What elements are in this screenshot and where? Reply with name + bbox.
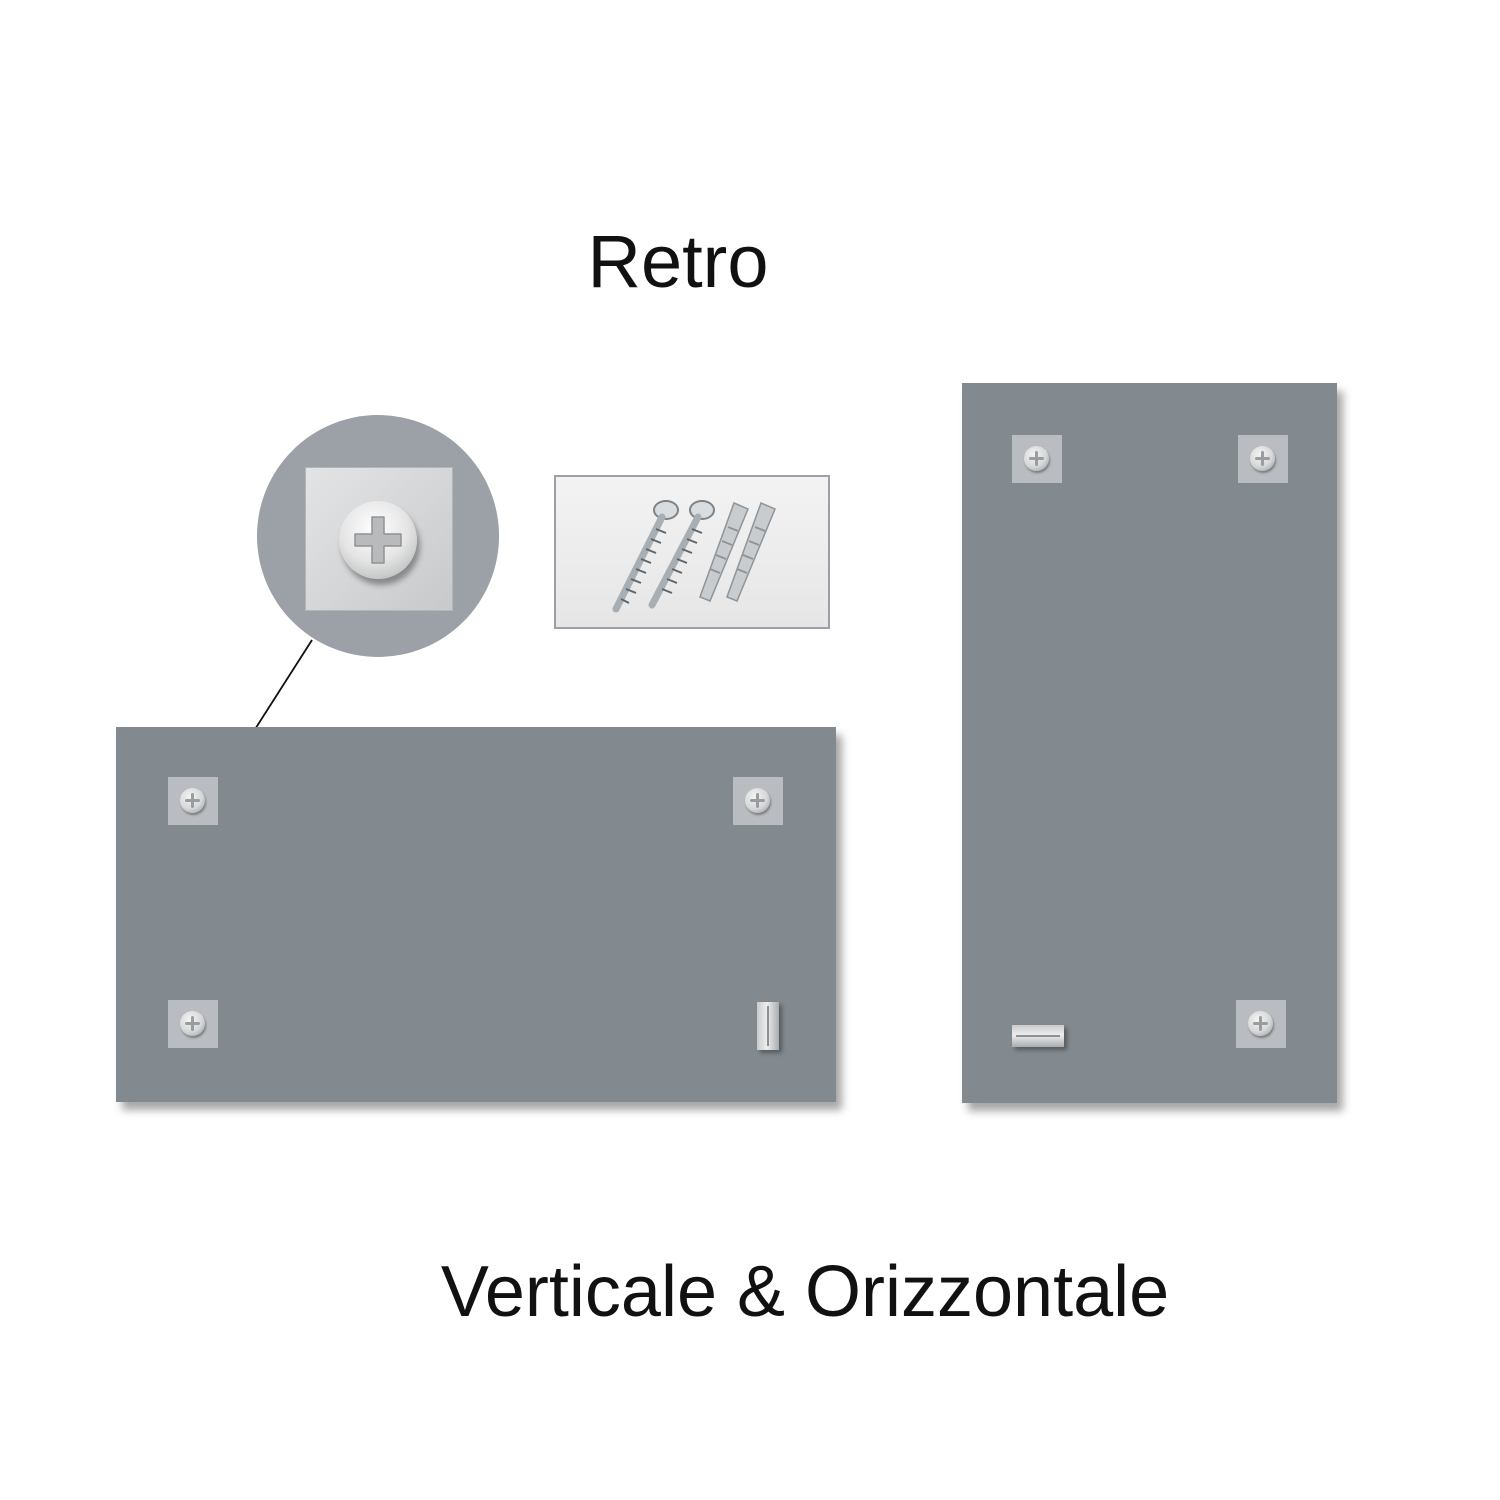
screws-and-wall-plugs-icon: [612, 500, 776, 613]
horizontal-panel: [116, 727, 836, 1102]
screw-icon: [180, 788, 205, 813]
mount-top-left: [168, 777, 218, 825]
page-title: Retro: [587, 220, 769, 303]
screw-icon: [745, 788, 770, 813]
screw-icon: [180, 1011, 205, 1036]
mount-bottom-left: [168, 1000, 218, 1048]
screw-detail-callout: [257, 415, 499, 657]
screw-icon: [1248, 1011, 1273, 1036]
level-indicator-icon: [757, 1002, 779, 1050]
level-indicator-icon: [1012, 1025, 1064, 1047]
mount-plate-detail: [305, 467, 453, 611]
mount-bottom-right: [1236, 1000, 1286, 1048]
mount-top-right: [1238, 435, 1288, 483]
screw-detail-icon: [339, 501, 417, 579]
mounting-kit-box: [554, 475, 830, 629]
orientation-caption: Verticale & Orizzontale: [440, 1252, 1170, 1332]
screw-icon: [1250, 446, 1275, 471]
screw-icon: [1024, 446, 1049, 471]
mount-top-right: [733, 777, 783, 825]
mount-top-left: [1012, 435, 1062, 483]
vertical-panel: [962, 383, 1337, 1103]
screw-cross-icon: [354, 516, 402, 564]
